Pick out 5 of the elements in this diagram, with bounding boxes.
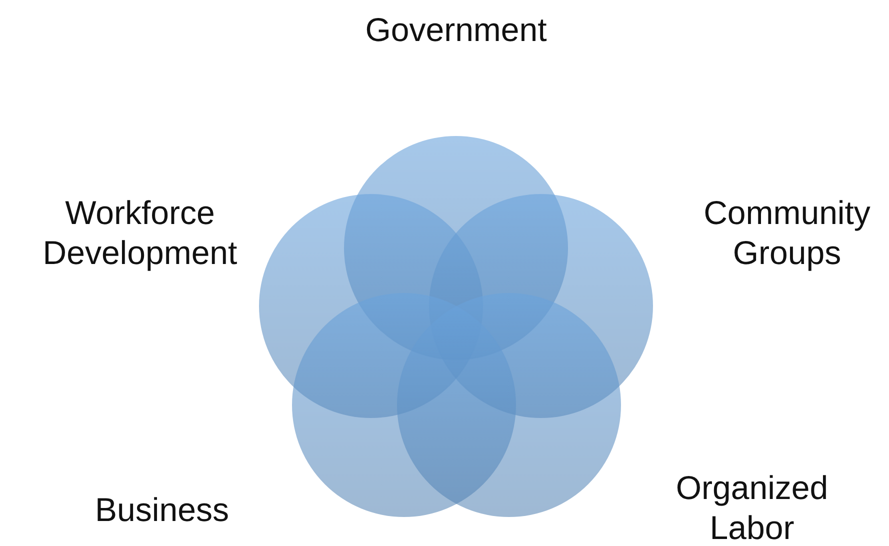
circle-label: Business bbox=[47, 490, 277, 530]
circle-label: Government bbox=[341, 10, 571, 50]
circle-label: Workforce Development bbox=[25, 193, 255, 273]
circle-label: Community Groups bbox=[672, 193, 889, 273]
circle-label: Organized Labor bbox=[637, 468, 867, 546]
